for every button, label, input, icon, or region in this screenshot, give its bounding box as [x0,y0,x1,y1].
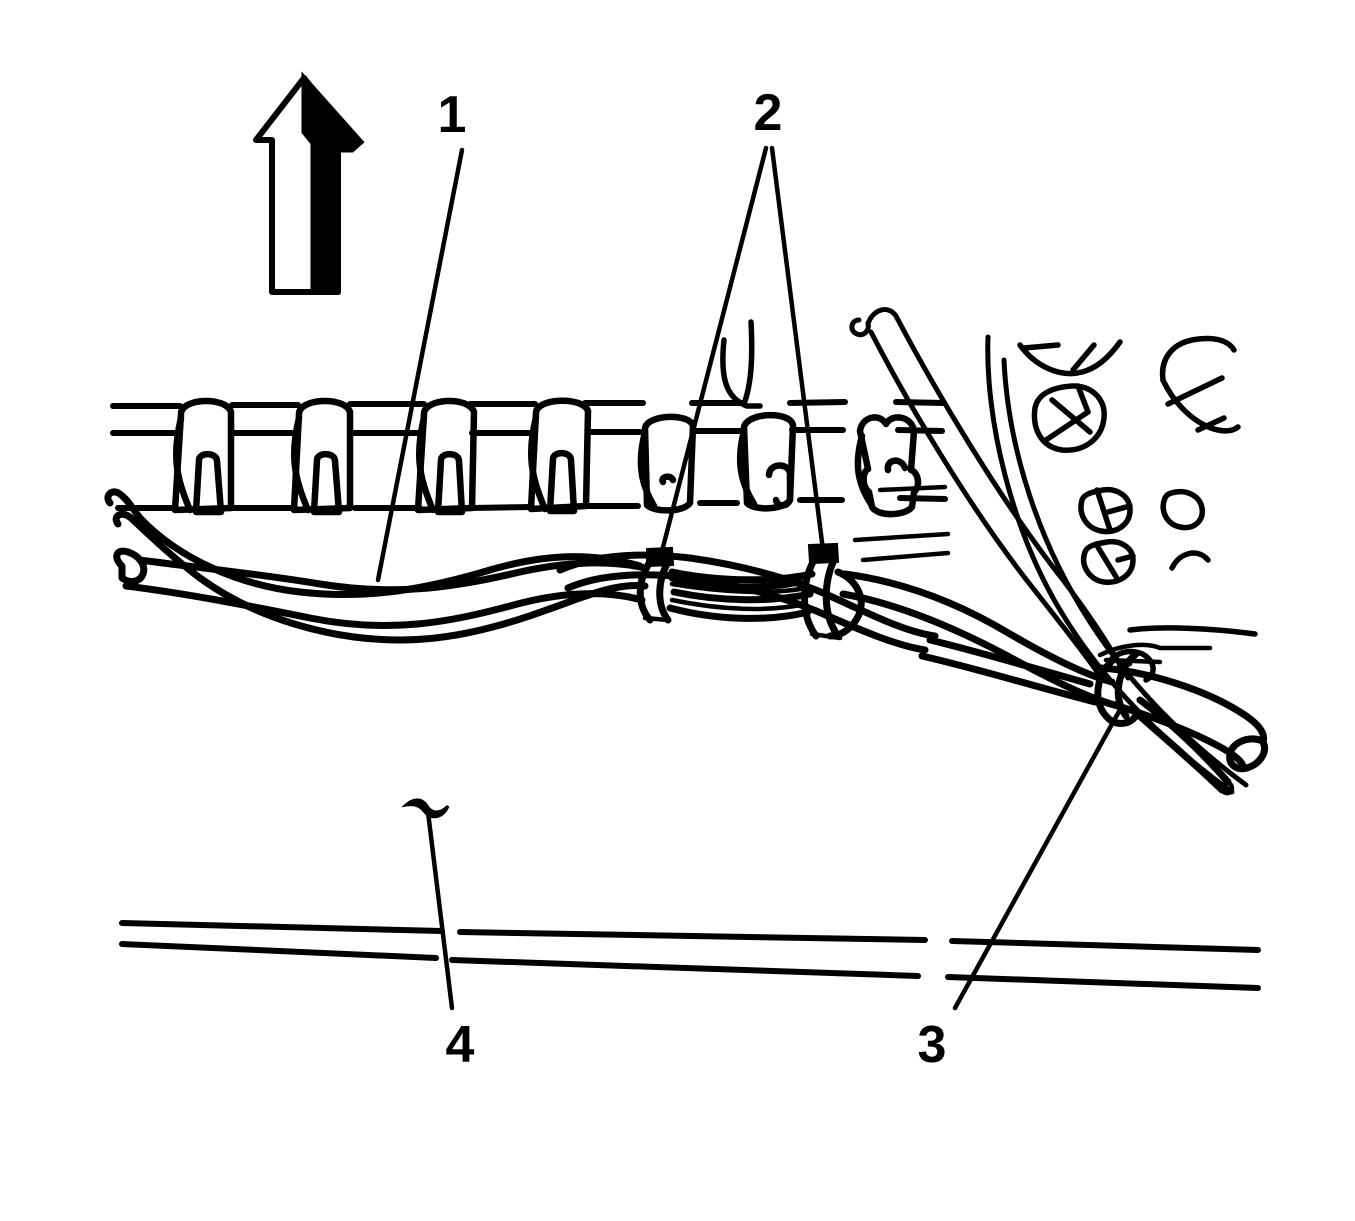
lower-body-panel-lines [119,920,1261,991]
background-detail-fragments [1017,335,1258,637]
callout-label-2: 2 [754,84,783,142]
panel-reference-mark [401,798,450,819]
rail-clip [637,413,697,514]
rail-clip [414,397,478,516]
callout-label-3: 3 [918,1016,947,1074]
rail-clip [290,397,354,516]
forward-arrow-icon [253,71,365,295]
callout-label-4: 4 [446,1016,475,1074]
leader-line-2a [658,145,769,558]
wire-harness-bundle [104,488,1235,796]
callout-label-1: 1 [438,86,467,144]
leader-line-4 [425,809,455,1011]
leader-line-3 [952,703,1125,1011]
callout-leader-lines [375,145,1125,1011]
rail-clip [527,397,592,515]
rail-clip [171,397,235,516]
rail-clip [736,411,797,512]
leader-line-1 [375,147,465,583]
leader-line-2b [769,145,826,553]
rail-clip [854,414,922,518]
rail-hook-detail [720,319,763,409]
cable-tie [1094,648,1156,727]
body-pillar-brace [849,307,1249,795]
callout-labels: 1 2 3 4 [438,84,947,1074]
cable-tie [801,542,865,641]
cable-tie [636,546,675,624]
